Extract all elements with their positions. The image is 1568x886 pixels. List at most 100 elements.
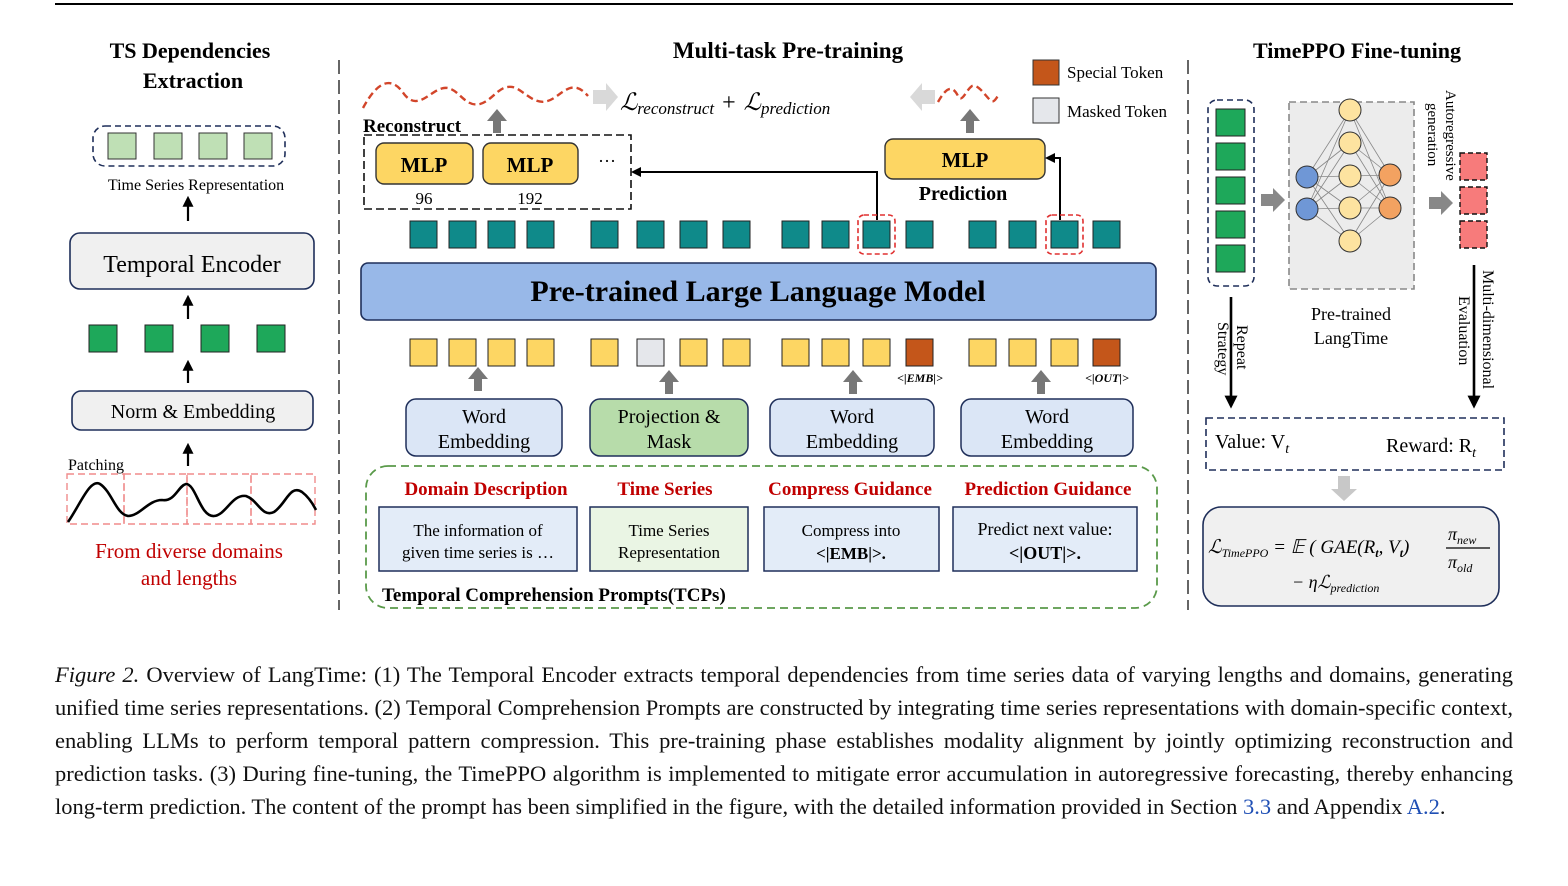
pi-old: πold bbox=[1448, 552, 1473, 575]
repr-token bbox=[243, 132, 273, 160]
formula-line1: ℒTimePPO = 𝔼 ( GAE(Rt, Vt) bbox=[1208, 537, 1409, 560]
repr-label: Time Series Representation bbox=[108, 177, 284, 194]
embedded-token bbox=[200, 324, 230, 353]
gray-arrow-up bbox=[487, 109, 507, 133]
input-tokens bbox=[409, 338, 1121, 367]
embedded-token bbox=[144, 324, 174, 353]
domain-line2: given time series is … bbox=[402, 543, 554, 562]
emb-token-label: <|EMB|> bbox=[897, 371, 943, 385]
word-embedding-box-1 bbox=[405, 398, 563, 457]
mlp-192 bbox=[482, 142, 579, 185]
value-reward-box bbox=[1205, 417, 1505, 471]
gray-arrow-left bbox=[910, 83, 935, 111]
output-tokens bbox=[409, 220, 1121, 249]
mlp-192-sub: 192 bbox=[517, 189, 543, 208]
projection-line1: Projection & bbox=[618, 406, 721, 428]
formula-line2: − ηℒprediction bbox=[1292, 572, 1379, 595]
word-embedding-3-line1: Word bbox=[1025, 406, 1069, 428]
temporal-encoder-label: Temporal Encoder bbox=[103, 252, 281, 278]
caption-text-3: . bbox=[1439, 794, 1446, 819]
prediction-label: Prediction bbox=[919, 183, 1008, 205]
figure-caption: Figure 2. Overview of LangTime: (1) The … bbox=[55, 658, 1513, 823]
legend-masked-swatch bbox=[1032, 97, 1060, 124]
output-node bbox=[1378, 196, 1402, 220]
norm-embedding-label: Norm & Embedding bbox=[111, 401, 275, 423]
temporal-encoder-box bbox=[69, 232, 315, 290]
gray-arrow-up bbox=[843, 370, 863, 394]
domain-line1: The information of bbox=[413, 521, 543, 540]
pretrained-label-1: Pre-trained bbox=[1311, 304, 1391, 324]
domain-description-box bbox=[378, 506, 578, 572]
reconstruct-label: Reconstruct bbox=[363, 116, 462, 137]
gray-arrow-up bbox=[1031, 370, 1051, 394]
figure-label: Figure 2. bbox=[55, 662, 140, 687]
ellipsis: ··· bbox=[598, 151, 616, 171]
hidden-node bbox=[1338, 98, 1362, 122]
projection-mask-box bbox=[589, 398, 749, 457]
tcp-container bbox=[365, 465, 1158, 609]
middle-title: Multi-task Pre-training bbox=[673, 38, 904, 63]
pred-line1: Predict next value: bbox=[978, 519, 1113, 539]
representation-group bbox=[92, 125, 286, 167]
word-embedding-2-line1: Word bbox=[830, 406, 874, 428]
source-text-1: From diverse domains bbox=[95, 539, 283, 563]
domain-title: Domain Description bbox=[404, 479, 568, 500]
legend-special-label: Special Token bbox=[1067, 63, 1164, 82]
mlp-prediction-label: MLP bbox=[942, 148, 989, 172]
caption-text-1: Overview of LangTime: (1) The Temporal E… bbox=[55, 662, 1514, 819]
input-token-stack bbox=[1207, 99, 1255, 287]
multidim-label: Multi-dimensional bbox=[1479, 270, 1496, 390]
projection-line2: Mask bbox=[647, 431, 691, 453]
gray-arrow-right bbox=[1429, 191, 1453, 215]
left-title-1: TS Dependencies bbox=[110, 38, 271, 63]
autoregressive-label: Autoregressive bbox=[1442, 90, 1458, 181]
time-series-curve bbox=[66, 481, 318, 523]
gray-arrow-down bbox=[1331, 476, 1357, 501]
section-ref-link[interactable]: 3.3 bbox=[1243, 794, 1272, 819]
word-embedding-1-line2: Embedding bbox=[438, 431, 530, 453]
word-embedding-3-line2: Embedding bbox=[1001, 431, 1093, 453]
mlp-96-sub: 96 bbox=[416, 189, 433, 208]
pi-new: πnew bbox=[1448, 524, 1476, 547]
appendix-ref-link[interactable]: A.2 bbox=[1406, 794, 1440, 819]
repr-token bbox=[107, 132, 137, 160]
mlp-192-label: MLP bbox=[507, 153, 554, 177]
repr-token bbox=[198, 132, 228, 160]
patch-boxes bbox=[66, 473, 316, 525]
pred-line2: <|OUT|>. bbox=[1009, 543, 1081, 563]
pretrained-label-2: LangTime bbox=[1314, 328, 1388, 348]
source-text-2: and lengths bbox=[141, 566, 237, 590]
ts-line2: Representation bbox=[618, 543, 720, 562]
out-token-label: <|OUT|> bbox=[1085, 371, 1129, 385]
ts-line1: Time Series bbox=[628, 521, 709, 540]
right-section: TimePPO Fine-tuning Pre-trained LangTime… bbox=[1202, 38, 1505, 607]
llm-label: Pre-trained Large Language Model bbox=[530, 275, 985, 308]
time-series-box bbox=[589, 506, 749, 572]
left-title-2: Extraction bbox=[143, 68, 243, 93]
out-highlight bbox=[1045, 214, 1084, 255]
middle-section: Multi-task Pre-training Special Token Ma… bbox=[360, 38, 1168, 609]
generation-label: generation bbox=[1424, 103, 1440, 167]
left-section: TS Dependencies Extraction Time Series R… bbox=[66, 38, 318, 590]
generated-tokens bbox=[1459, 152, 1488, 249]
llm-box bbox=[360, 262, 1157, 321]
word-embedding-box-3 bbox=[960, 398, 1134, 457]
out-to-prediction-arrow bbox=[1045, 153, 1061, 220]
compress-line1: Compress into bbox=[802, 521, 901, 540]
right-title: TimePPO Fine-tuning bbox=[1253, 38, 1461, 63]
hidden-node bbox=[1338, 229, 1362, 253]
emb-highlight bbox=[857, 214, 896, 255]
caption-text-2: and Appendix bbox=[1271, 794, 1407, 819]
word-embedding-1-line1: Word bbox=[462, 406, 506, 428]
hidden-node bbox=[1338, 164, 1362, 188]
network-box bbox=[1288, 101, 1415, 290]
norm-embedding-box bbox=[71, 390, 314, 431]
prediction-guidance-box bbox=[952, 506, 1138, 572]
gray-arrow-right bbox=[593, 83, 618, 111]
gray-arrow-right bbox=[1261, 188, 1285, 212]
mlp-96-label: MLP bbox=[401, 153, 448, 177]
input-node bbox=[1295, 165, 1319, 189]
mlp-96 bbox=[375, 142, 474, 185]
prediction-wave bbox=[936, 84, 999, 103]
value-label: Value: Vt bbox=[1215, 431, 1290, 457]
